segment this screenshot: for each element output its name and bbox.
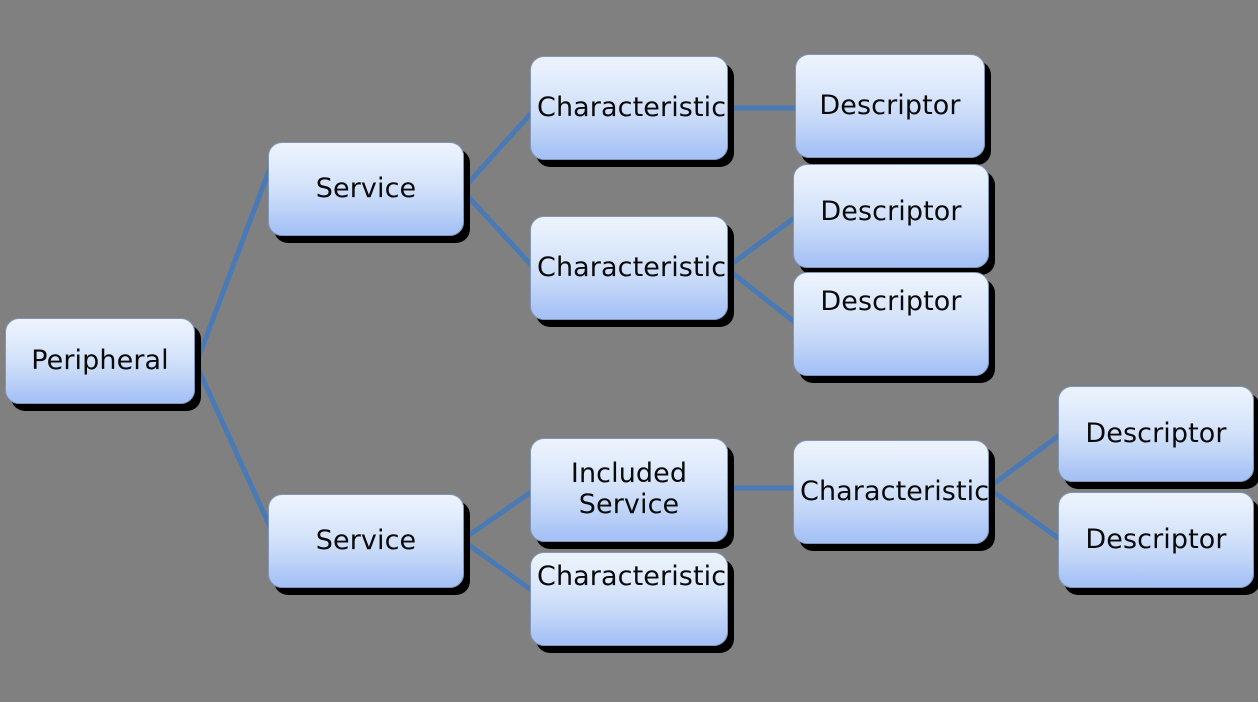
node-label: Service bbox=[315, 524, 417, 556]
node-service-1[interactable]: Service bbox=[268, 142, 464, 236]
node-descriptor-2[interactable]: Descriptor bbox=[793, 164, 989, 268]
node-label: Descriptor bbox=[1085, 523, 1227, 555]
node-peripheral[interactable]: Peripheral bbox=[5, 318, 195, 404]
node-included-service[interactable]: Included Service bbox=[530, 438, 728, 542]
node-label: Descriptor bbox=[820, 195, 962, 227]
node-label: Characteristic bbox=[537, 91, 727, 123]
node-characteristic-2[interactable]: Characteristic bbox=[530, 216, 728, 320]
node-characteristic-4[interactable]: Characteristic bbox=[530, 552, 728, 646]
node-label: Service bbox=[315, 172, 417, 204]
node-label: Included Service bbox=[570, 458, 688, 520]
node-label: Peripheral bbox=[31, 344, 169, 376]
edge-service1-characteristic1 bbox=[460, 108, 536, 192]
node-descriptor-4[interactable]: Descriptor bbox=[1058, 386, 1254, 482]
node-label: Descriptor bbox=[1085, 417, 1227, 449]
node-descriptor-3[interactable]: Descriptor bbox=[793, 272, 989, 376]
edge-characteristic2-descriptor3 bbox=[724, 266, 799, 326]
node-label: Descriptor bbox=[819, 89, 961, 121]
node-label: Characteristic bbox=[800, 475, 990, 507]
node-label: Characteristic bbox=[537, 560, 727, 592]
edge-characteristic3-descriptor5 bbox=[986, 485, 1063, 543]
node-characteristic-3[interactable]: Characteristic bbox=[793, 440, 989, 544]
node-service-2[interactable]: Service bbox=[268, 494, 464, 588]
node-characteristic-1[interactable]: Characteristic bbox=[530, 56, 728, 160]
edge-characteristic2-descriptor2 bbox=[724, 213, 799, 271]
edge-service1-characteristic2 bbox=[460, 188, 536, 270]
node-descriptor-1[interactable]: Descriptor bbox=[795, 54, 985, 158]
edge-service2-characteristic4 bbox=[460, 537, 536, 595]
edge-peripheral-service2 bbox=[193, 362, 279, 542]
edge-peripheral-service1 bbox=[193, 151, 279, 365]
edge-service2-includedservice bbox=[460, 487, 536, 543]
node-label: Descriptor bbox=[820, 285, 962, 317]
node-descriptor-5[interactable]: Descriptor bbox=[1058, 492, 1254, 588]
node-label: Characteristic bbox=[537, 251, 727, 283]
edge-characteristic3-descriptor4 bbox=[986, 431, 1063, 491]
